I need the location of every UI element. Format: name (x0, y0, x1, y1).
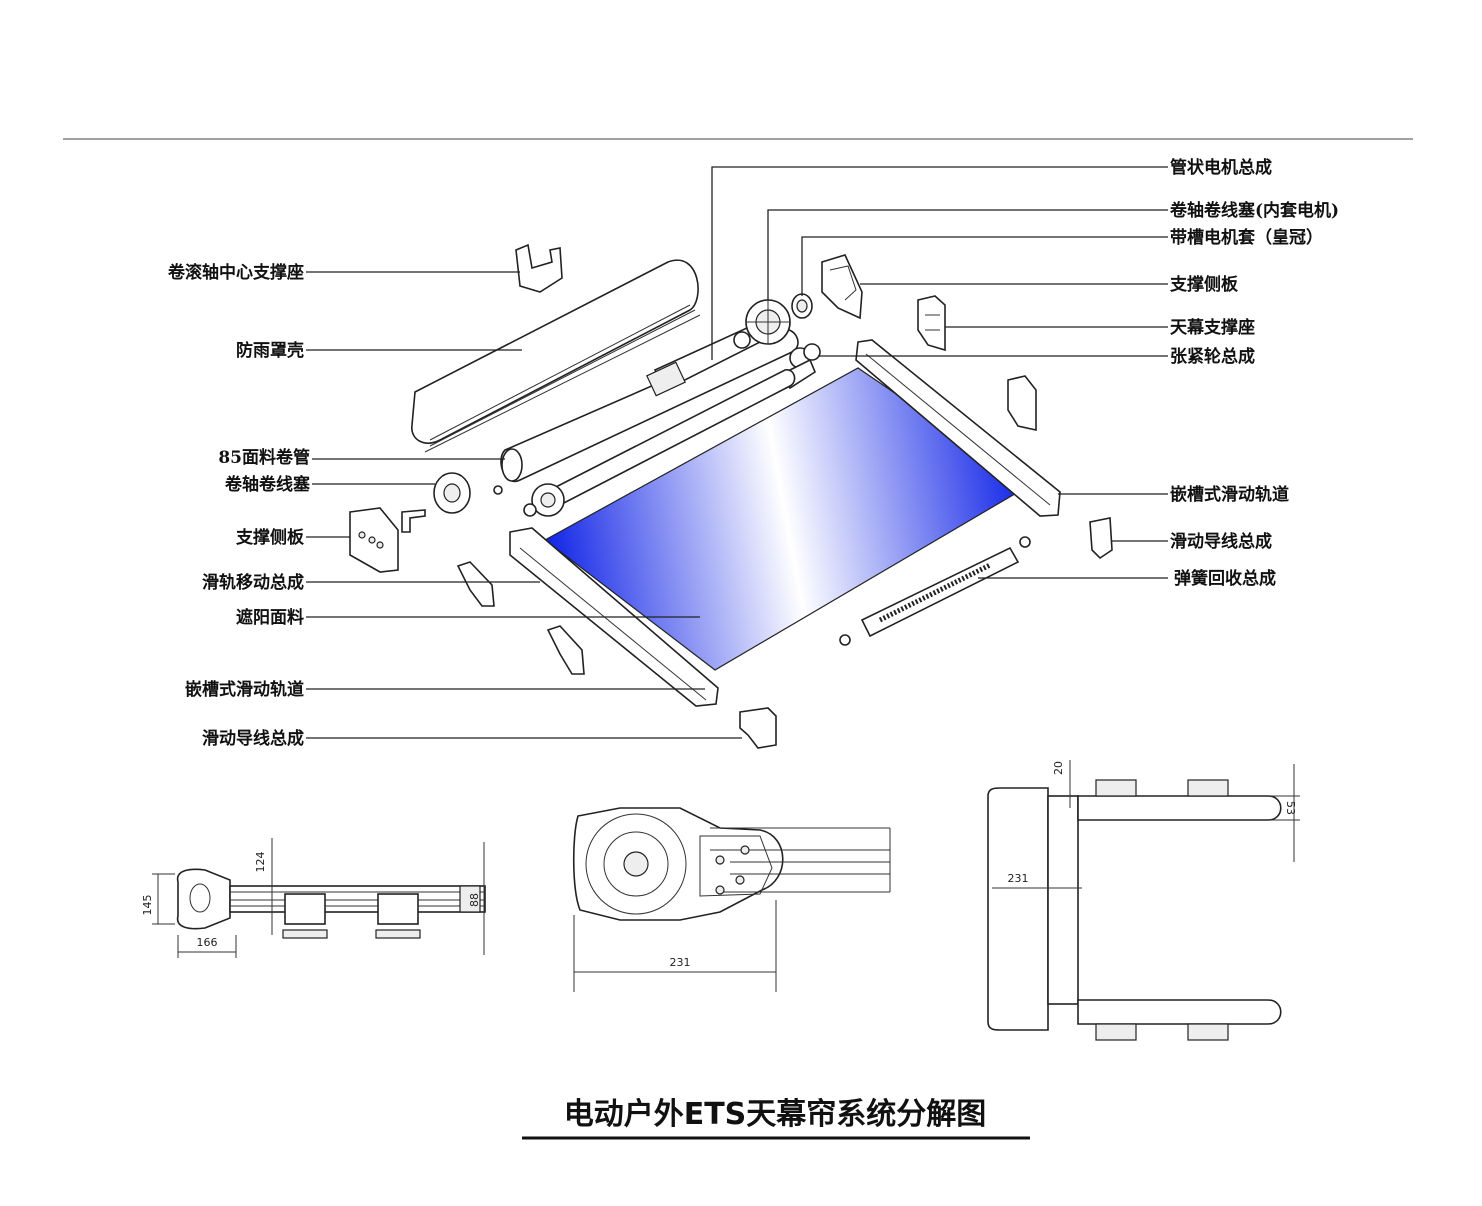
slide-wire-right (1089, 517, 1113, 560)
dim-166: 166 (197, 936, 218, 949)
dim-231-middle: 231 (670, 956, 691, 969)
label-rain-hood: 防雨罩壳 (236, 340, 304, 361)
label-roll-plug: 卷轴卷线塞 (224, 474, 311, 495)
top-view-right: 20 53 231 (987, 760, 1300, 1041)
motor-sleeve (791, 293, 813, 319)
label-side-plate-right: 支撑侧板 (1170, 274, 1239, 295)
label-tensioner: 张紧轮总成 (1170, 346, 1255, 367)
side-plate-left (349, 507, 399, 573)
label-side-plate-left: 支撑侧板 (236, 527, 305, 548)
label-rail-left: 嵌槽式滑动轨道 (185, 679, 304, 700)
left-gear-assembly (523, 483, 565, 517)
dim-231-right: 231 (1008, 872, 1029, 885)
slide-carriage (456, 561, 495, 607)
label-tubular-motor: 管状电机总成 (1170, 157, 1272, 178)
exploded-parts (349, 243, 1113, 749)
end-view-middle: 231 (572, 807, 891, 992)
label-spring-retraction: 弹簧回收总成 (1174, 568, 1276, 589)
label-roller-tube: 85面料卷管 (218, 447, 310, 468)
center-support-bracket (515, 243, 563, 293)
dim-20: 20 (1052, 761, 1065, 775)
label-slide-carriage: 滑轨移动总成 (202, 572, 304, 593)
label-center-support: 卷滚轴中心支撑座 (167, 262, 304, 283)
label-motor-roll-plug: 卷轴卷线塞(内套电机) (1169, 200, 1339, 221)
diagram-title: 电动户外ETS天幕帘系统分解图 (564, 1097, 987, 1132)
label-canopy-support: 天幕支撑座 (1170, 317, 1255, 338)
side-plate-right (821, 254, 863, 320)
label-shade-fabric: 遮阳面料 (236, 607, 304, 628)
right-mid-bracket (1007, 375, 1037, 431)
right-label-group: 管状电机总成 卷轴卷线塞(内套电机) 带槽电机套（皇冠） 支撑侧板 天幕支撑座 … (1169, 157, 1339, 589)
roll-plug-left (401, 472, 503, 533)
side-view-left: 145 166 124 88 (141, 838, 486, 958)
label-rail-right: 嵌槽式滑动轨道 (1170, 484, 1289, 505)
dim-53: 53 (1284, 801, 1297, 815)
crown-plug (745, 299, 791, 345)
dim-124: 124 (254, 852, 267, 873)
slide-carriage-2 (546, 625, 585, 675)
right-rail (855, 339, 1061, 517)
label-slide-wire-left: 滑动导线总成 (202, 728, 304, 749)
dim-145: 145 (141, 895, 154, 916)
dim-88: 88 (468, 893, 481, 907)
slide-wire-bottom (739, 707, 777, 749)
canopy-support (917, 295, 946, 352)
leader-lines (306, 166, 1168, 739)
label-slide-wire-right: 滑动导线总成 (1170, 531, 1272, 552)
left-label-group: 卷滚轴中心支撑座 防雨罩壳 85面料卷管 卷轴卷线塞 支撑侧板 滑轨移动总成 遮… (167, 262, 311, 749)
spring-retraction (839, 536, 1031, 646)
rain-hood (411, 259, 701, 453)
label-crown-sleeve: 带槽电机套（皇冠） (1170, 227, 1323, 248)
